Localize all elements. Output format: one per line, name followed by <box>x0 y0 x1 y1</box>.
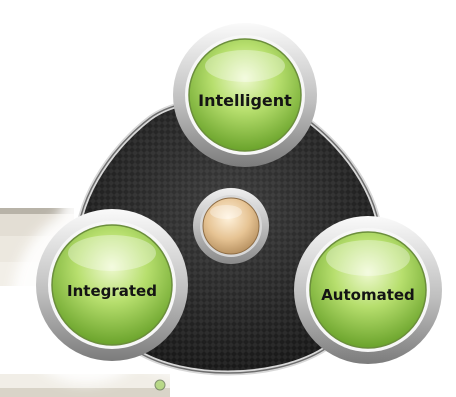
node-intelligent-label: Intelligent <box>198 91 292 110</box>
node-intelligent: Intelligent <box>173 23 317 167</box>
center-orb <box>193 188 269 264</box>
node-automated-label: Automated <box>321 286 415 304</box>
node-automated: Automated <box>294 216 442 364</box>
node-integrated-label: Integrated <box>67 282 157 300</box>
node-integrated: Integrated <box>36 209 188 361</box>
